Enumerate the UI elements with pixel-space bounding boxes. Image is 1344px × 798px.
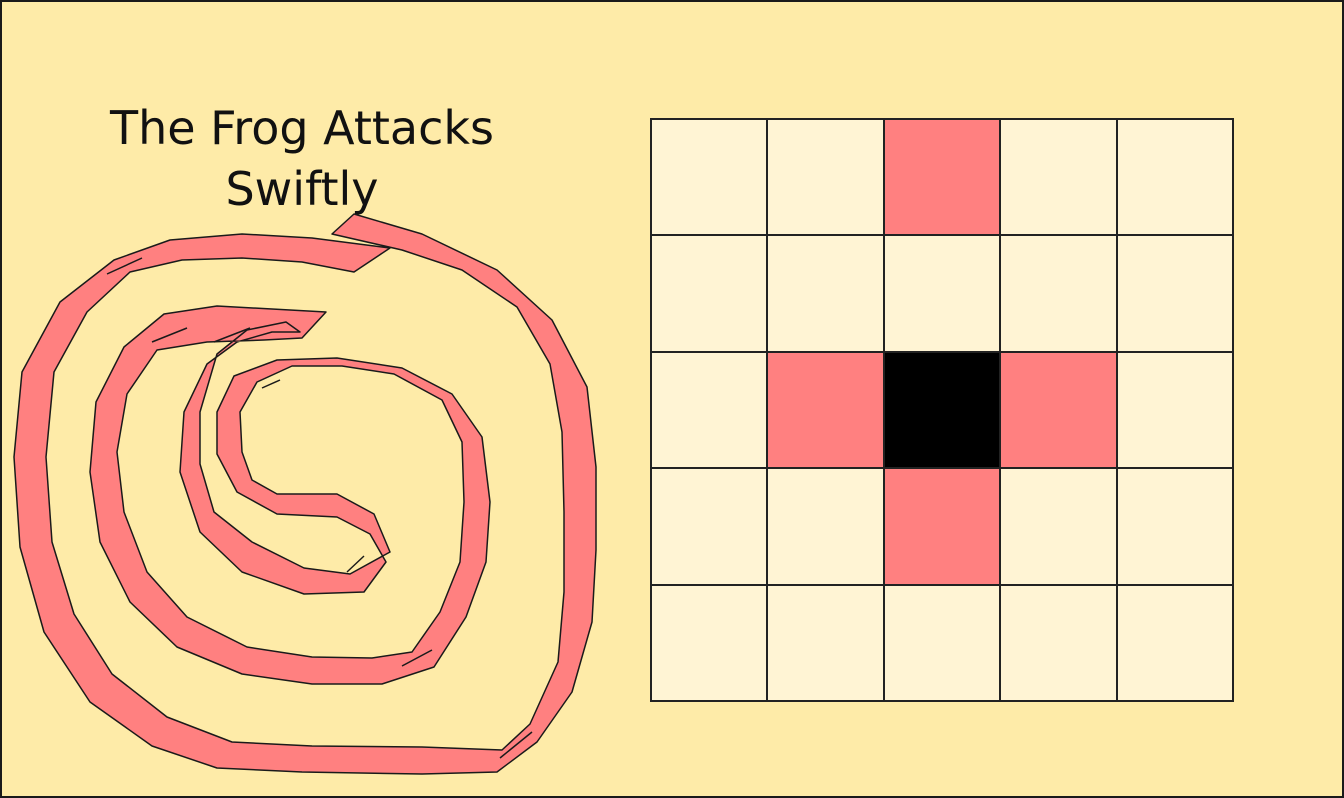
grid-cell xyxy=(767,468,884,585)
spiral-ribbon-outer xyxy=(13,213,597,775)
grid-cell-move xyxy=(883,468,1001,585)
grid-cell xyxy=(651,351,768,469)
grid-cell xyxy=(1000,584,1117,701)
grid-cell xyxy=(1116,119,1233,236)
move-grid xyxy=(650,118,1234,702)
grid-cell xyxy=(651,468,768,585)
grid-cell xyxy=(1000,119,1117,236)
grid-cell xyxy=(883,235,1001,352)
grid-cell xyxy=(651,235,768,352)
grid-cell-piece xyxy=(883,351,1001,469)
card-title-line-2: Swiftly xyxy=(225,162,379,216)
grid-cell-move xyxy=(767,351,884,469)
card-title: The Frog Attacks Swiftly xyxy=(42,98,562,220)
grid-cell-move xyxy=(883,119,1001,236)
grid-cell xyxy=(1116,235,1233,352)
grid-cell xyxy=(651,119,768,236)
grid-cell xyxy=(1000,235,1117,352)
grid-cell xyxy=(883,584,1001,701)
grid-cell xyxy=(651,584,768,701)
grid-cell xyxy=(767,235,884,352)
grid-cell xyxy=(767,119,884,236)
spiral-glyph-icon xyxy=(13,213,597,775)
grid-cell xyxy=(767,584,884,701)
card-title-line-1: The Frog Attacks xyxy=(110,101,494,155)
grid-cell xyxy=(1116,584,1233,701)
grid-cell xyxy=(1116,351,1233,469)
grid-cell xyxy=(1116,468,1233,585)
grid-cell-move xyxy=(1000,351,1117,469)
spiral-ribbon-middle xyxy=(89,305,491,685)
grid-cell xyxy=(1000,468,1117,585)
